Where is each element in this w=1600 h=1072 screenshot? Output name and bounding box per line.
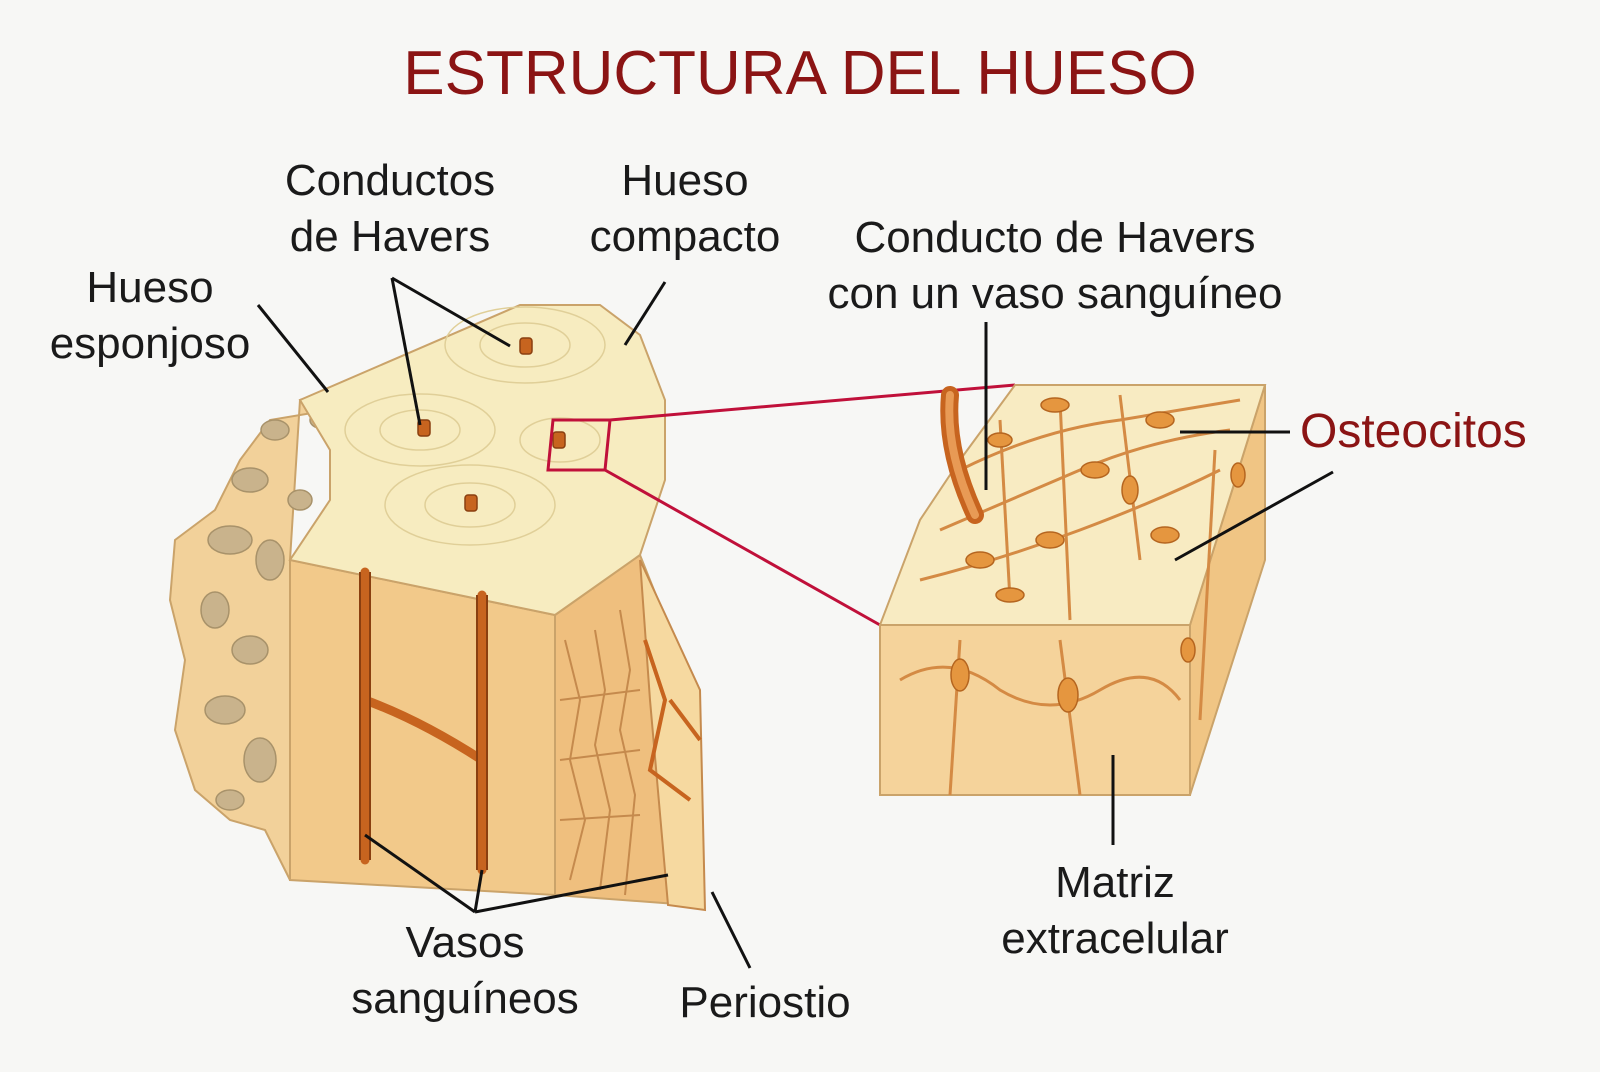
concentric-lamellae [344,306,606,546]
blood-vessels-h [360,567,487,875]
label-hueso-compacto-line1: Hueso [621,156,749,205]
label-matriz-extracelular: Matriz extracelular [975,855,1255,967]
leader-periostio [710,891,752,969]
label-hueso-compacto-line2: compacto [589,212,781,261]
label-vasos-sanguineos-line1: Vasos [405,918,525,967]
leader-osteocitos-2 [1174,470,1334,562]
blood-vessels-outline [359,572,488,870]
label-conductos-havers: Conductos de Havers [270,153,510,265]
label-hueso-esponjoso-line1: Hueso [86,263,214,312]
osteocyte-cells [950,397,1246,713]
zoom-line-bottom [604,468,881,627]
osteon-grid [559,609,641,896]
label-hueso-esponjoso-line2: esponjoso [49,319,251,368]
periosteum-vessels [643,639,702,802]
label-matriz-extracelular-line2: extracelular [1001,914,1229,963]
leader-hueso-esponjoso [256,304,330,393]
leader-vasos-2 [473,869,484,913]
label-hueso-esponjoso: Hueso esponjoso [40,260,260,372]
zoom-block-front [879,624,1191,796]
label-conducto-havers-vaso-line2: con un vaso sanguíneo [827,269,1283,318]
label-osteocitos: Osteocitos [1300,405,1527,458]
label-conductos-havers-line2: de Havers [289,212,491,261]
label-conducto-havers-vaso-line1: Conducto de Havers [854,213,1256,262]
leader-vasos-1 [364,833,476,914]
leader-vasos-3 [474,873,669,914]
diagram-title: ESTRUCTURA DEL HUESO [403,39,1197,108]
label-matriz-extracelular-line1: Matriz [1055,858,1175,907]
leader-hueso-compacto [623,281,667,346]
leader-lines [256,276,1334,969]
label-conducto-havers-vaso: Conducto de Havers con un vaso sanguíneo [800,210,1310,322]
label-conductos-havers-line1: Conductos [284,156,496,205]
compact-bone-top-face [288,304,666,617]
periosteum-layer [639,559,707,912]
label-periostio: Periostio [679,978,851,1027]
label-vasos-sanguineos: Vasos sanguíneos [335,915,595,1027]
label-hueso-compacto: Hueso compacto [570,153,800,265]
leader-conductos-2 [391,276,511,348]
spongy-bone-cavities [200,411,331,811]
leader-conductos-1 [390,277,422,426]
label-vasos-sanguineos-line2: sanguíneos [351,974,579,1023]
